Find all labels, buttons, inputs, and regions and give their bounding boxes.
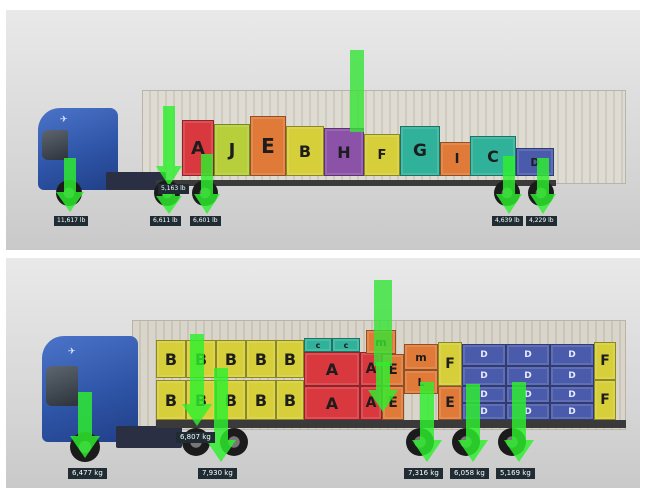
cargo-box: I	[440, 142, 474, 176]
axle-load-arrow	[182, 334, 212, 426]
cargo-box: F	[594, 380, 616, 420]
axle-weight-label: 7,930 kg	[198, 468, 237, 479]
axle-weight-label: 7,316 kg	[404, 468, 443, 479]
cargo-box: B	[286, 126, 324, 176]
cab-windshield	[46, 366, 78, 406]
axle-load-arrow	[496, 156, 522, 214]
axle-weight-label: 11,617 lb	[54, 216, 89, 226]
cargo-box: D	[506, 366, 550, 386]
cargo-box: B	[276, 380, 304, 420]
cargo-box: G	[400, 126, 440, 176]
axle-weight-label: 4,639 lb	[492, 216, 523, 226]
axle-weight-label: 5,163 lb	[158, 184, 189, 194]
axle-load-arrow	[504, 382, 534, 462]
axle-load-arrow	[70, 392, 100, 458]
cargo-box: F	[364, 134, 400, 176]
cargo-box: m	[404, 344, 438, 370]
axle-load-arrow	[56, 158, 84, 212]
cargo-box: F	[438, 342, 462, 386]
cargo-box: D	[462, 366, 506, 386]
cargo-box: D	[550, 386, 594, 403]
axle-load-arrow	[412, 382, 442, 462]
axle-weight-label: 6,807 kg	[176, 432, 215, 443]
cargo-box: B	[246, 380, 276, 420]
truck-logo-icon: ✈	[60, 114, 67, 124]
axle-weight-label: 6,611 lb	[150, 216, 181, 226]
center-of-mass-arrow	[368, 362, 398, 412]
axle-load-arrow	[206, 368, 236, 462]
center-of-mass-indicator	[350, 50, 364, 132]
axle-weight-label: 6,601 lb	[190, 216, 221, 226]
cargo-box: c	[304, 338, 332, 352]
cargo-box: B	[276, 340, 304, 378]
cargo-box: B	[156, 340, 186, 378]
axle-weight-label: 6,477 kg	[68, 468, 107, 479]
cargo-box: F	[594, 342, 616, 380]
axle-load-arrow	[458, 384, 488, 462]
cab-windshield	[42, 130, 68, 160]
axle-load-arrow	[194, 154, 220, 214]
cargo-box: D	[506, 344, 550, 366]
cargo-box: D	[462, 344, 506, 366]
cargo-box: E	[438, 386, 462, 420]
cargo-box: A	[304, 386, 360, 420]
cab-chassis	[116, 426, 182, 448]
top-truck-scene: ✈ A J E B H F G I C D 11,617 lb 5,16	[6, 10, 640, 250]
axle-load-arrow	[530, 158, 556, 214]
cargo-box: E	[250, 116, 286, 176]
cargo-box: D	[550, 403, 594, 420]
cargo-box: D	[550, 344, 594, 366]
axle-weight-label: 6,058 kg	[450, 468, 489, 479]
axle-weight-label: 4,229 lb	[526, 216, 557, 226]
bottom-truck-scene: ✈ B B B B B B B B B B c c A A A A m E E …	[6, 258, 640, 488]
center-of-mass-indicator	[374, 280, 392, 366]
axle-weight-label: 5,169 kg	[496, 468, 535, 479]
cargo-box: D	[550, 366, 594, 386]
trailer-deck	[156, 180, 556, 186]
axle-load-arrow	[156, 106, 182, 186]
trailer-deck	[156, 420, 626, 428]
cargo-box: H	[324, 128, 364, 176]
cargo-box: J	[214, 124, 250, 176]
cargo-box: B	[246, 340, 276, 378]
cargo-box: A	[304, 352, 360, 386]
cargo-box: c	[332, 338, 360, 352]
cargo-box: B	[156, 380, 186, 420]
cab-chassis	[106, 172, 166, 190]
truck-logo-icon: ✈	[68, 346, 75, 356]
